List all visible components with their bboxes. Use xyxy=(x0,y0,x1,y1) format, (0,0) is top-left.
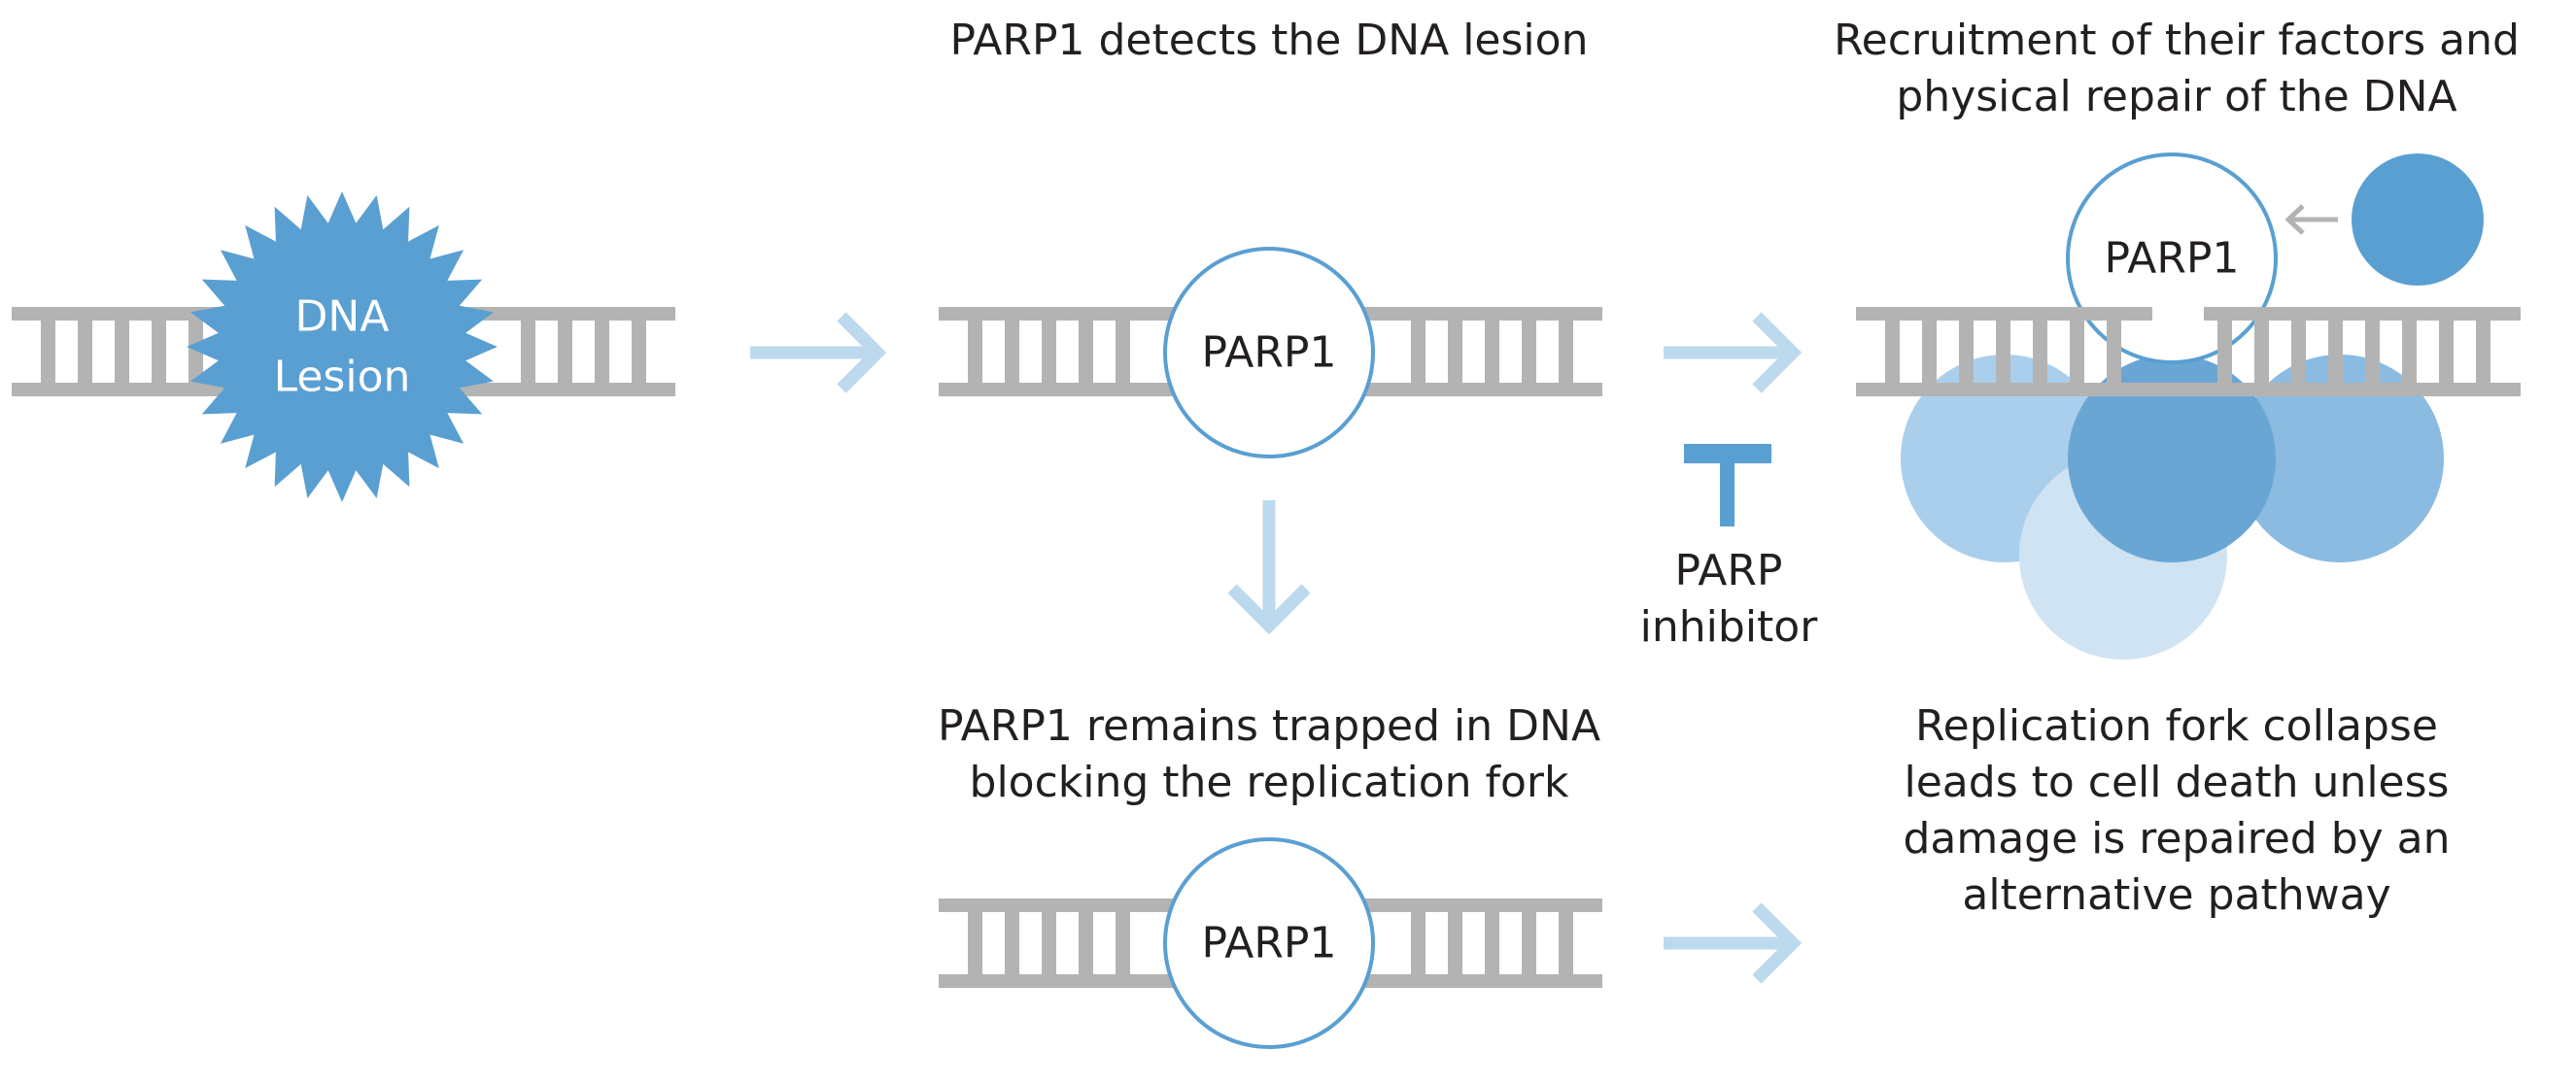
repair-factor-right xyxy=(2236,355,2444,562)
caption-trapped-line1: PARP1 remains trapped in DNA xyxy=(938,701,1600,751)
dna-rung xyxy=(2107,321,2121,383)
dna-rung xyxy=(1116,321,1130,383)
caption-collapse-line2: leads to cell death unless xyxy=(1905,758,2450,807)
dna-rung xyxy=(1042,321,1056,383)
caption-trapped-line2: blocking the replication fork xyxy=(970,758,1569,807)
parp1-label-repair: PARP1 xyxy=(2105,234,2240,284)
caption-collapse-line1: Replication fork collapse xyxy=(1915,701,2438,751)
lesion-label-line1: DNA xyxy=(295,292,390,342)
arrow-detect-to-repair xyxy=(1664,312,1803,393)
arrow-lesion-to-detect xyxy=(750,312,887,393)
dna-rung xyxy=(1485,912,1499,974)
arrow-detect-to-trapped xyxy=(1227,500,1311,635)
caption-collapse-line3: damage is repaired by an xyxy=(1903,814,2450,864)
dna-rung xyxy=(1448,912,1462,974)
caption-detect: PARP1 detects the DNA lesion xyxy=(950,16,1589,65)
dna-rung xyxy=(1885,321,1900,383)
dna-rung xyxy=(595,321,609,383)
dna-strand-lesion xyxy=(12,307,675,396)
dna-rung xyxy=(1522,321,1536,383)
dna-rung xyxy=(968,912,982,974)
inhibitor-label-line1: PARP xyxy=(1675,546,1783,595)
parp1-label-trapped: PARP1 xyxy=(1202,919,1337,968)
caption-recruit-line1: Recruitment of their factors and xyxy=(1834,16,2520,65)
dna-rung xyxy=(968,321,982,383)
dna-rung xyxy=(1996,321,2010,383)
dna-lesion-starburst: DNA Lesion xyxy=(187,191,498,502)
dna-rung xyxy=(41,321,55,383)
small-arrow-incoming xyxy=(2284,204,2338,235)
dna-rung xyxy=(1005,912,1019,974)
dna-rung xyxy=(1411,912,1425,974)
dna-rung xyxy=(1411,321,1425,383)
arrow-trapped-to-collapse xyxy=(1664,902,1803,984)
inhibitor-label-line2: inhibitor xyxy=(1640,602,1819,652)
caption-collapse-line4: alternative pathway xyxy=(1962,870,2390,920)
parp1-node-detect: PARP1 xyxy=(1163,247,1375,458)
repair-factors xyxy=(1901,355,2444,660)
dna-rung xyxy=(115,321,129,383)
dna-rung xyxy=(1042,912,1056,974)
parp1-node-trapped: PARP1 xyxy=(1163,837,1375,1049)
dna-rung xyxy=(521,321,535,383)
dna-rung xyxy=(2291,321,2306,383)
dna-rung xyxy=(2033,321,2047,383)
caption-recruit-line2: physical repair of the DNA xyxy=(1896,72,2456,121)
dna-strand-repair xyxy=(1856,307,2521,396)
dna-rung xyxy=(1116,912,1130,974)
dna-rung xyxy=(189,321,203,383)
parp1-node-repair: PARP1 xyxy=(2066,153,2278,364)
dna-rung xyxy=(2217,321,2232,383)
dna-rung xyxy=(632,321,646,383)
lesion-label-line2: Lesion xyxy=(274,353,411,402)
parp1-label-detect: PARP1 xyxy=(1202,328,1337,378)
dna-rung xyxy=(1079,912,1093,974)
dna-rung xyxy=(152,321,166,383)
dna-rung xyxy=(78,321,92,383)
dna-rung xyxy=(1922,321,1937,383)
dna-rung xyxy=(1522,912,1536,974)
dna-rung xyxy=(1079,321,1093,383)
dna-rung xyxy=(1559,912,1573,974)
dna-rung xyxy=(2476,321,2490,383)
parp-inhibitor-symbol xyxy=(1684,444,1771,526)
dna-rung xyxy=(2365,321,2380,383)
dna-rung xyxy=(1005,321,1019,383)
dna-rung xyxy=(2328,321,2343,383)
incoming-repair-factor xyxy=(2352,153,2484,286)
dna-rung xyxy=(2402,321,2417,383)
dna-rung xyxy=(2070,321,2084,383)
dna-rung xyxy=(1485,321,1499,383)
dna-rung xyxy=(2439,321,2454,383)
dna-rung xyxy=(1959,321,1974,383)
dna-rung xyxy=(1559,321,1573,383)
dna-rung xyxy=(1448,321,1462,383)
dna-rung xyxy=(2254,321,2269,383)
dna-rung xyxy=(558,321,572,383)
repair-factor-center xyxy=(2068,355,2276,562)
